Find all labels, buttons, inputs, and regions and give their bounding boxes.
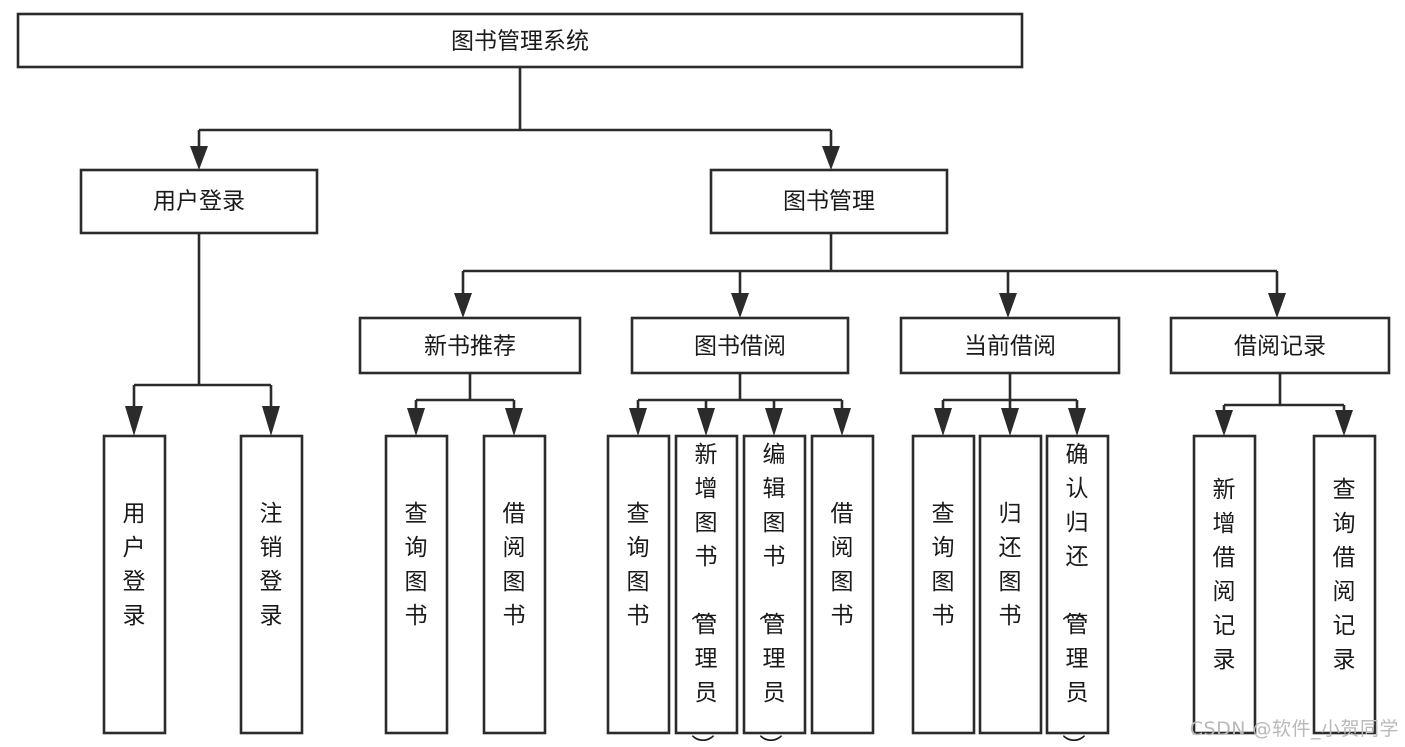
node-leaf-query-record-label: 查询借阅记录 — [1333, 477, 1356, 673]
node-leaf-borrow-book-1-box[interactable] — [482, 434, 547, 735]
connector-group-borrow-record — [1215, 373, 1353, 436]
node-borrow-record-box[interactable] — [1169, 316, 1391, 375]
node-user-login-box[interactable] — [79, 168, 319, 235]
node-leaf-add-book[interactable]: 新增图书（管理员） — [674, 434, 739, 747]
node-leaf-add-book-label: 新增图书（管理员） — [689, 442, 718, 747]
arrow-root-to-book-manage-icon — [822, 146, 840, 170]
arrow-bm-to-current-borrow-icon — [999, 293, 1017, 318]
node-book-manage-label: 图书管理 — [783, 189, 875, 215]
node-leaf-add-record-label: 新增借阅记录 — [1213, 477, 1236, 673]
node-new-book-recommend[interactable]: 新书推荐 — [358, 316, 582, 375]
connector-group-current-borrow — [934, 373, 1086, 436]
node-leaf-user-logout[interactable]: 注销登录 — [239, 434, 304, 735]
node-leaf-borrow-book-1[interactable]: 借阅图书 — [482, 434, 547, 735]
csdn-watermark: CSDN @软件_小贺同学 — [1189, 718, 1399, 740]
node-new-book-recommend-box[interactable] — [358, 316, 582, 375]
node-leaf-query-book-1-label: 查询图书 — [405, 501, 428, 629]
connector-group-book-borrow — [629, 373, 851, 436]
arrow-nbr-leaf2-icon — [505, 408, 523, 436]
node-borrow-record[interactable]: 借阅记录 — [1169, 316, 1391, 375]
node-leaf-confirm-return-box[interactable] — [1045, 434, 1110, 735]
node-leaf-return-book-label: 归还图书 — [999, 501, 1022, 629]
node-leaf-return-book-box[interactable] — [978, 434, 1043, 735]
node-leaf-query-record[interactable]: 查询借阅记录 — [1312, 434, 1377, 735]
node-user-login-label: 用户登录 — [153, 189, 245, 215]
node-leaf-query-book-2-box[interactable] — [606, 434, 671, 735]
connector-group-new-book-recommend — [407, 373, 523, 436]
node-leaf-edit-book-box[interactable] — [742, 434, 807, 735]
node-new-book-recommend-label: 新书推荐 — [424, 334, 516, 360]
arrow-bb-leaf3-icon — [765, 408, 783, 436]
arrow-user-login-leaf2-icon — [262, 406, 280, 436]
node-root-label: 图书管理系统 — [451, 29, 589, 55]
node-book-borrow-box[interactable] — [630, 316, 850, 375]
node-leaf-query-book-2[interactable]: 查询图书 — [606, 434, 671, 735]
arrow-nbr-leaf1-icon — [407, 408, 425, 436]
node-root-box[interactable] — [16, 12, 1024, 69]
node-borrow-record-label: 借阅记录 — [1234, 334, 1326, 360]
node-leaf-query-book-1[interactable]: 查询图书 — [384, 434, 449, 735]
arrow-bm-to-borrow-record-icon — [1268, 293, 1286, 318]
node-leaf-user-login-box[interactable] — [102, 434, 167, 735]
node-root[interactable]: 图书管理系统 — [16, 12, 1024, 69]
node-leaf-edit-book[interactable]: 编辑图书（管理员） — [742, 434, 807, 747]
arrow-bm-to-new-book-icon — [454, 293, 472, 318]
node-leaf-query-book-3-label: 查询图书 — [932, 501, 955, 629]
arrow-cb-leaf1-icon — [934, 408, 952, 436]
arrow-cb-leaf2-icon — [1001, 408, 1019, 436]
node-leaf-add-record-box[interactable] — [1192, 434, 1257, 735]
node-book-borrow-label: 图书借阅 — [694, 334, 786, 360]
node-leaf-query-book-2-label: 查询图书 — [627, 501, 650, 629]
node-leaf-borrow-book-1-label: 借阅图书 — [503, 501, 526, 629]
arrow-root-to-user-login-icon — [190, 146, 208, 170]
arrow-bb-leaf2-icon — [697, 408, 715, 436]
node-leaf-query-book-3[interactable]: 查询图书 — [911, 434, 976, 735]
arrow-bm-to-book-borrow-icon — [731, 293, 749, 318]
node-leaf-user-logout-label: 注销登录 — [260, 501, 283, 629]
arrow-br-leaf2-icon — [1335, 410, 1353, 436]
node-book-manage-box[interactable] — [709, 168, 949, 235]
node-leaf-add-record[interactable]: 新增借阅记录 — [1192, 434, 1257, 735]
node-book-borrow[interactable]: 图书借阅 — [630, 316, 850, 375]
node-leaf-user-login-label: 用户登录 — [123, 501, 146, 629]
node-user-login[interactable]: 用户登录 — [79, 168, 319, 235]
node-leaf-user-login[interactable]: 用户登录 — [102, 434, 167, 735]
node-leaf-query-book-1-box[interactable] — [384, 434, 449, 735]
node-leaf-edit-book-label: 编辑图书（管理员） — [757, 442, 786, 747]
node-current-borrow[interactable]: 当前借阅 — [899, 316, 1121, 375]
connector-group-user-login — [125, 233, 280, 436]
node-leaf-confirm-return-label: 确认归还（管理员） — [1060, 442, 1089, 747]
node-current-borrow-box[interactable] — [899, 316, 1121, 375]
node-leaf-user-logout-box[interactable] — [239, 434, 304, 735]
connector-group-book-manage — [454, 233, 1286, 318]
node-book-manage[interactable]: 图书管理 — [709, 168, 949, 235]
node-leaf-query-record-box[interactable] — [1312, 434, 1377, 735]
arrow-cb-leaf3-icon — [1068, 408, 1086, 436]
arrow-br-leaf1-icon — [1215, 410, 1233, 436]
arrow-bb-leaf1-icon — [629, 408, 647, 436]
connector-group-root — [190, 67, 840, 170]
arrow-bb-leaf4-icon — [833, 408, 851, 436]
node-leaf-borrow-book-2[interactable]: 借阅图书 — [810, 434, 875, 735]
node-leaf-return-book[interactable]: 归还图书 — [978, 434, 1043, 735]
node-leaf-borrow-book-2-label: 借阅图书 — [831, 501, 854, 629]
node-leaf-confirm-return[interactable]: 确认归还（管理员） — [1045, 434, 1110, 747]
node-leaf-borrow-book-2-box[interactable] — [810, 434, 875, 735]
node-current-borrow-label: 当前借阅 — [964, 334, 1056, 360]
node-leaf-add-book-box[interactable] — [674, 434, 739, 735]
arrow-user-login-leaf1-icon — [125, 406, 143, 436]
node-leaf-query-book-3-box[interactable] — [911, 434, 976, 735]
